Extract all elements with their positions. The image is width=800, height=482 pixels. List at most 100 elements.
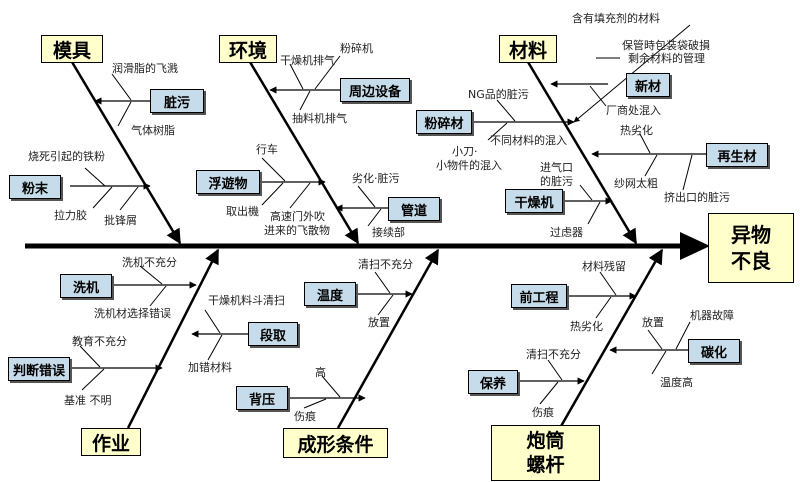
box-pipe: 管道 xyxy=(388,197,440,221)
bone-material xyxy=(526,61,638,245)
label-material-residue: 材料残留 xyxy=(582,260,626,273)
twig-heat-2 xyxy=(595,296,612,319)
twig-pick xyxy=(261,182,284,206)
label-wrong-material: 加错材料 xyxy=(188,361,232,374)
category-mold: 模具 xyxy=(41,35,103,63)
box-recycled: 再生材 xyxy=(706,143,768,167)
twig-burr xyxy=(119,186,139,211)
twig-education xyxy=(79,345,101,368)
category-environment: 环境 xyxy=(219,35,277,63)
label-burnt-iron: 烧死引起的铁粉 xyxy=(28,150,105,163)
label-dryer-exhaust: 干燥机排气 xyxy=(280,54,335,67)
label-clean-insufficient-2: 清扫不充分 xyxy=(526,348,581,361)
effect-line2: 不良 xyxy=(731,249,771,273)
twig-machine xyxy=(675,321,691,350)
twig-lubricant xyxy=(111,73,132,101)
label-education-insufficient: 教育不充分 xyxy=(72,335,127,348)
bone-barrel xyxy=(558,248,664,429)
twig-ng xyxy=(496,99,516,122)
twig-joint xyxy=(367,208,382,227)
label-scratch-1: 伤痕 xyxy=(294,410,316,423)
twig-heat xyxy=(639,133,651,154)
twig-mesh xyxy=(644,154,658,177)
twig-residue xyxy=(599,271,617,296)
label-burr-debris: 批锋屑 xyxy=(104,214,137,227)
box-peripheral: 周边设备 xyxy=(340,78,410,102)
box-maintenance: 保养 xyxy=(468,370,518,394)
label-factory-mix: 厂商处混入 xyxy=(606,104,661,117)
twig-wash-select xyxy=(149,285,167,307)
bone-environment xyxy=(248,61,360,245)
label-leave-2: 放置 xyxy=(642,316,664,329)
box-crushed: 粉碎材 xyxy=(416,110,472,134)
label-clean-insufficient-1: 清扫不充分 xyxy=(358,258,413,271)
label-deterioration-dirt: 劣化·脏污 xyxy=(352,172,400,185)
twig-dryer-exhaust xyxy=(289,63,304,90)
twig-leave xyxy=(377,294,394,316)
twig-extractor xyxy=(299,90,311,111)
label-outlet-dirt: 挤出口的脏污 xyxy=(664,191,730,204)
twig-wrong-material xyxy=(207,334,223,361)
box-pickup: 段取 xyxy=(248,322,298,346)
label-gas-resin: 气体树脂 xyxy=(131,124,175,137)
label-high: 高 xyxy=(315,366,326,379)
label-inlet-line2: 的脏污 xyxy=(540,175,573,188)
category-barrel: 炮筒 螺杆 xyxy=(491,425,600,481)
label-small-objects: 小物件的混入 xyxy=(436,159,502,172)
box-misjudge: 判断错误 xyxy=(8,357,70,381)
barrel-line1: 炮筒 xyxy=(526,430,565,452)
category-operation: 作业 xyxy=(81,428,141,456)
twig-door xyxy=(289,182,311,209)
label-leave: 放置 xyxy=(368,316,390,329)
label-standard-unclear: 基准 不明 xyxy=(64,394,112,407)
label-pull-glue: 拉力胶 xyxy=(54,209,87,222)
label-contains-filler: 含有填充剂的材料 xyxy=(572,12,660,25)
label-hopper-clean: 干燥机料斗清扫 xyxy=(208,294,285,307)
twig-filter xyxy=(587,201,601,225)
label-mesh-coarse: 纱网太粗 xyxy=(614,177,658,190)
twig-burnt-iron xyxy=(84,167,106,187)
twig-diff-material xyxy=(487,122,508,141)
box-dirty: 脏污 xyxy=(150,89,204,113)
label-scratch-2: 伤痕 xyxy=(532,406,554,419)
twig-outlet xyxy=(682,154,693,191)
label-extractor-exhaust: 抽料机排气 xyxy=(292,112,347,125)
label-high-speed-door: 高速门外吹 xyxy=(270,210,325,223)
label-machine-failure: 机器故障 xyxy=(690,309,734,322)
spine-arrowhead xyxy=(680,232,710,260)
box-floating: 浮遊物 xyxy=(196,170,260,194)
label-powder-machine: 粉碎机 xyxy=(340,42,373,55)
barrel-line2: 螺杆 xyxy=(526,454,565,476)
twig-inlet xyxy=(579,184,593,201)
label-wash-select-error: 洗机材选择错误 xyxy=(94,307,171,320)
box-wash: 洗机 xyxy=(60,274,112,298)
twig-clean-1 xyxy=(374,271,391,294)
twig-car xyxy=(261,157,286,182)
bone-mold xyxy=(70,61,182,245)
label-packing-damage: 保管時包装袋破損 xyxy=(622,39,710,52)
twig-scratch-1 xyxy=(303,398,327,409)
box-dryer: 干燥机 xyxy=(505,189,563,213)
twig-standard xyxy=(81,368,105,391)
effect-line1: 异物 xyxy=(731,223,771,247)
box-carbonize: 碳化 xyxy=(688,339,740,363)
bone-molding xyxy=(336,248,440,429)
label-pick-machine: 取出機 xyxy=(226,205,259,218)
label-knife: 小刀· xyxy=(452,145,478,158)
category-molding: 成形条件 xyxy=(283,428,388,458)
twig-clean-2 xyxy=(547,359,563,381)
twig-wash-insufficient xyxy=(139,265,163,285)
label-heat-deterioration: 热劣化 xyxy=(620,124,653,137)
label-car: 行车 xyxy=(256,143,278,156)
box-back-pressure: 背压 xyxy=(236,386,288,410)
box-powder: 粉末 xyxy=(9,175,61,199)
bone-operation xyxy=(126,248,220,429)
label-incoming-debris: 进来的飞散物 xyxy=(264,224,330,237)
twig-factory xyxy=(589,85,607,107)
twig-powder-machine xyxy=(314,55,341,90)
box-new: 新材 xyxy=(626,73,670,97)
twig-hopper xyxy=(204,309,221,334)
twig-leave-2 xyxy=(647,329,663,350)
twig-deterioration xyxy=(357,185,376,208)
